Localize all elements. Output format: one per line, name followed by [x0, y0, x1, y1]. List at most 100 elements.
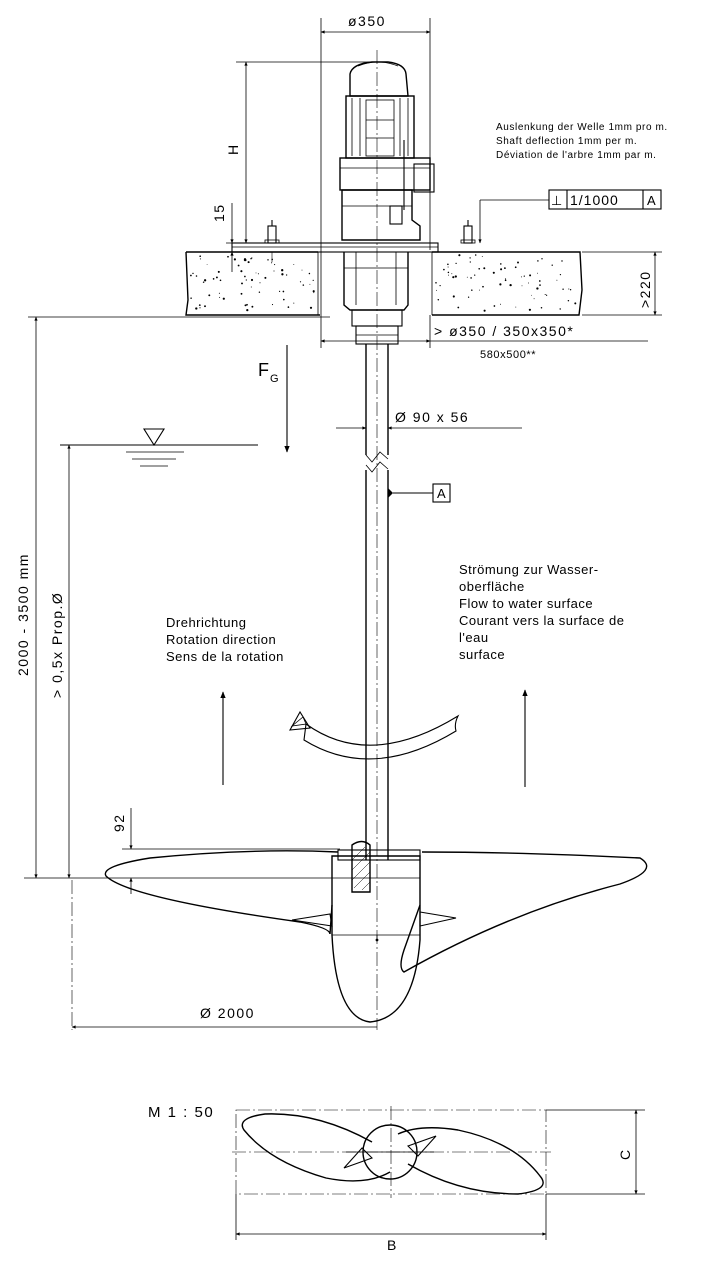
concrete-speck	[562, 288, 564, 290]
flow-line: surface	[459, 647, 505, 662]
deflection-note: Auslenkung der Welle 1mm pro m. Shaft de…	[496, 122, 667, 161]
concrete-speck	[436, 289, 437, 291]
concrete-speck	[452, 295, 455, 298]
dim-b: B	[387, 1237, 398, 1253]
concrete-speck	[204, 305, 206, 308]
concrete-speck	[483, 309, 486, 312]
concrete-speck	[447, 263, 449, 266]
concrete-speck	[466, 276, 468, 278]
concrete-speck	[218, 292, 220, 294]
concrete-speck	[545, 294, 548, 296]
concrete-speck	[251, 305, 254, 308]
concrete-speck	[199, 255, 202, 258]
concrete-speck	[474, 274, 476, 276]
concrete-speck	[483, 267, 486, 270]
concrete-speck	[538, 280, 541, 282]
concrete-speck	[457, 306, 460, 309]
concrete-speck	[282, 290, 285, 293]
top-view: M 1 : 50 B C	[148, 1104, 645, 1253]
dim-text: Ø 2000	[200, 1005, 255, 1021]
concrete-speck	[247, 261, 250, 264]
concrete-speck	[219, 279, 222, 282]
concrete-speck	[517, 261, 519, 264]
concrete-speck	[237, 264, 240, 267]
concrete-speck	[504, 279, 507, 282]
concrete-speck	[257, 273, 259, 275]
concrete-speck	[448, 274, 449, 276]
concrete-speck	[227, 255, 229, 258]
concrete-speck	[278, 290, 281, 293]
concrete-speck	[243, 258, 247, 261]
propeller	[104, 840, 648, 1023]
concrete-speck	[537, 260, 539, 262]
concrete-speck	[250, 278, 254, 282]
concrete-speck	[454, 275, 457, 278]
dim-immersion-range: 2000 - 3500 mm	[15, 316, 330, 879]
concrete-speck	[206, 264, 208, 265]
concrete-speck	[474, 254, 477, 256]
dim-text: 92	[111, 813, 127, 832]
force-label: F	[258, 360, 269, 380]
concrete-speck	[309, 283, 311, 285]
concrete-speck	[536, 287, 539, 290]
concrete-speck	[528, 308, 532, 311]
flow-line: l'eau	[459, 630, 489, 645]
concrete-speck	[504, 278, 507, 280]
concrete-slab	[185, 251, 583, 316]
concrete-speck	[255, 272, 257, 274]
concrete-speck	[250, 258, 252, 260]
concrete-speck	[504, 267, 506, 269]
concrete-speck	[199, 307, 201, 309]
concrete-speck	[202, 281, 205, 283]
concrete-speck	[469, 257, 471, 259]
dim-text: ø350	[348, 13, 386, 29]
concrete-speck	[302, 284, 305, 286]
datum-label: A	[437, 486, 446, 501]
dim-min-depth: > 0,5x Prop.Ø	[49, 444, 71, 879]
concrete-speck	[293, 264, 295, 266]
concrete-speck	[482, 285, 484, 288]
concrete-speck	[500, 303, 501, 305]
concrete-speck	[244, 304, 247, 307]
concrete-speck	[520, 276, 522, 278]
water-level-icon	[60, 428, 258, 467]
concrete-speck	[451, 273, 453, 275]
concrete-speck	[569, 289, 572, 291]
dim-text: Ø 90 x 56	[395, 409, 469, 425]
concrete-speck	[492, 271, 495, 274]
drive-motor	[339, 61, 435, 345]
concrete-speck	[195, 307, 198, 310]
concrete-speck	[274, 264, 276, 266]
concrete-speck	[250, 286, 252, 288]
concrete-speck	[312, 279, 314, 281]
concrete-speck	[447, 271, 450, 274]
force-arrow: F G	[258, 345, 290, 453]
concrete-speck	[481, 256, 483, 258]
concrete-speck	[443, 268, 445, 271]
concrete-speck	[241, 282, 243, 285]
concrete-speck	[493, 305, 496, 307]
concrete-speck	[259, 282, 261, 284]
dim-ninety-two: 92	[111, 808, 340, 894]
dim-shaft-diameter: Ø 90 x 56	[336, 409, 522, 430]
concrete-speck	[309, 306, 313, 309]
concrete-speck	[469, 261, 471, 263]
dim-text: > ø350 / 350x350*	[434, 323, 574, 339]
flow-line: oberfläche	[459, 579, 525, 594]
concrete-speck	[533, 298, 535, 300]
concrete-speck	[312, 290, 315, 293]
concrete-speck	[437, 299, 440, 301]
note-fr: Déviation de l'arbre 1mm par m.	[496, 150, 657, 161]
dim-text: >220	[637, 270, 653, 308]
tolerance-datum: A	[647, 193, 656, 208]
concrete-speck	[455, 262, 457, 265]
concrete-speck	[190, 274, 192, 277]
concrete-speck	[246, 308, 249, 312]
concrete-speck	[301, 269, 303, 271]
concrete-speck	[287, 306, 290, 308]
concrete-speckles	[190, 254, 577, 312]
concrete-speck	[540, 306, 543, 309]
concrete-speck	[281, 269, 284, 272]
concrete-speck	[556, 279, 558, 281]
dim-text: 2000 - 3500 mm	[15, 553, 31, 676]
